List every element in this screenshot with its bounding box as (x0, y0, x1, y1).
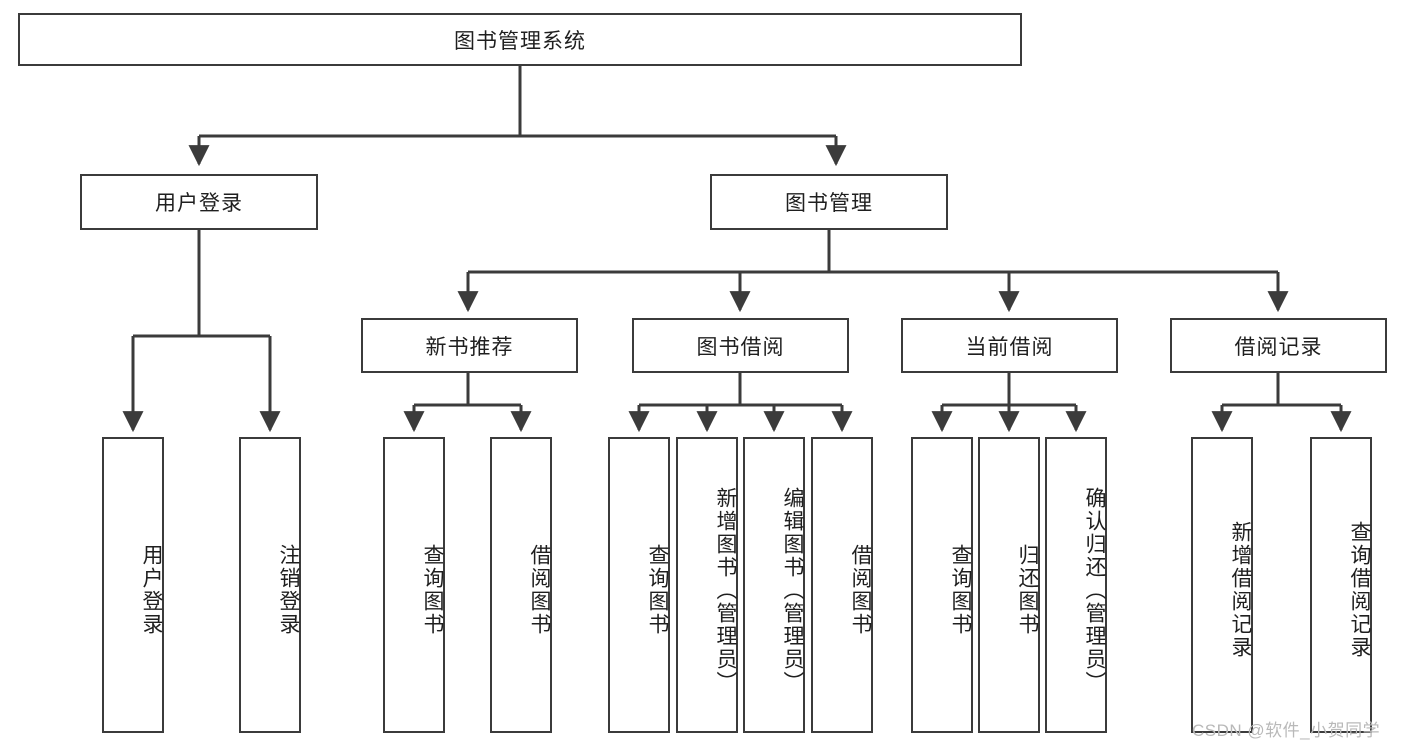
node-label: 借阅图书 (528, 544, 551, 636)
node-label: 借阅记录 (1234, 335, 1323, 359)
node-label: 图书管理系统 (454, 29, 586, 53)
leaf-records-query-record[interactable]: 查询借阅记录 (1310, 437, 1372, 733)
node-label: 归还图书 (1016, 544, 1039, 636)
node-borrow-records[interactable]: 借阅记录 (1170, 318, 1387, 373)
node-new-book-recommend[interactable]: 新书推荐 (361, 318, 578, 373)
node-book-borrow[interactable]: 图书借阅 (632, 318, 849, 373)
node-label: 编辑图书（管理员） (781, 486, 804, 694)
node-current-borrow[interactable]: 当前借阅 (901, 318, 1118, 373)
node-label: 查询借阅记录 (1348, 521, 1371, 659)
node-user-login[interactable]: 用户登录 (80, 174, 318, 230)
leaf-records-add-record[interactable]: 新增借阅记录 (1191, 437, 1253, 733)
node-label: 图书借阅 (696, 335, 785, 359)
leaf-borrow-add-book-admin[interactable]: 新增图书（管理员） (676, 437, 738, 733)
node-label: 新书推荐 (425, 335, 514, 359)
leaf-user-login-signin[interactable]: 用户登录 (102, 437, 164, 733)
node-label: 当前借阅 (965, 335, 1054, 359)
node-root-system[interactable]: 图书管理系统 (18, 13, 1022, 66)
node-label: 新增借阅记录 (1229, 521, 1252, 659)
leaf-borrow-borrow-book[interactable]: 借阅图书 (811, 437, 873, 733)
node-label: 图书管理 (785, 192, 873, 215)
node-label: 确认归还（管理员） (1083, 486, 1106, 694)
leaf-current-return-book[interactable]: 归还图书 (978, 437, 1040, 733)
leaf-user-login-signout[interactable]: 注销登录 (239, 437, 301, 733)
leaf-borrow-query-book[interactable]: 查询图书 (608, 437, 670, 733)
node-label: 查询图书 (646, 544, 669, 636)
node-label: 注销登录 (277, 544, 300, 636)
node-label: 新增图书（管理员） (714, 486, 737, 694)
node-label: 借阅图书 (849, 544, 872, 636)
leaf-current-query-book[interactable]: 查询图书 (911, 437, 973, 733)
leaf-current-confirm-return-admin[interactable]: 确认归还（管理员） (1045, 437, 1107, 733)
node-label: 用户登录 (155, 192, 243, 215)
leaf-borrow-edit-book-admin[interactable]: 编辑图书（管理员） (743, 437, 805, 733)
node-label: 用户登录 (140, 544, 163, 636)
node-book-management[interactable]: 图书管理 (710, 174, 948, 230)
node-label: 查询图书 (421, 544, 444, 636)
leaf-recommend-borrow-book[interactable]: 借阅图书 (490, 437, 552, 733)
leaf-recommend-query-book[interactable]: 查询图书 (383, 437, 445, 733)
node-label: 查询图书 (949, 544, 972, 636)
watermark-text: CSDN @软件_小贺同学 (1192, 721, 1381, 740)
